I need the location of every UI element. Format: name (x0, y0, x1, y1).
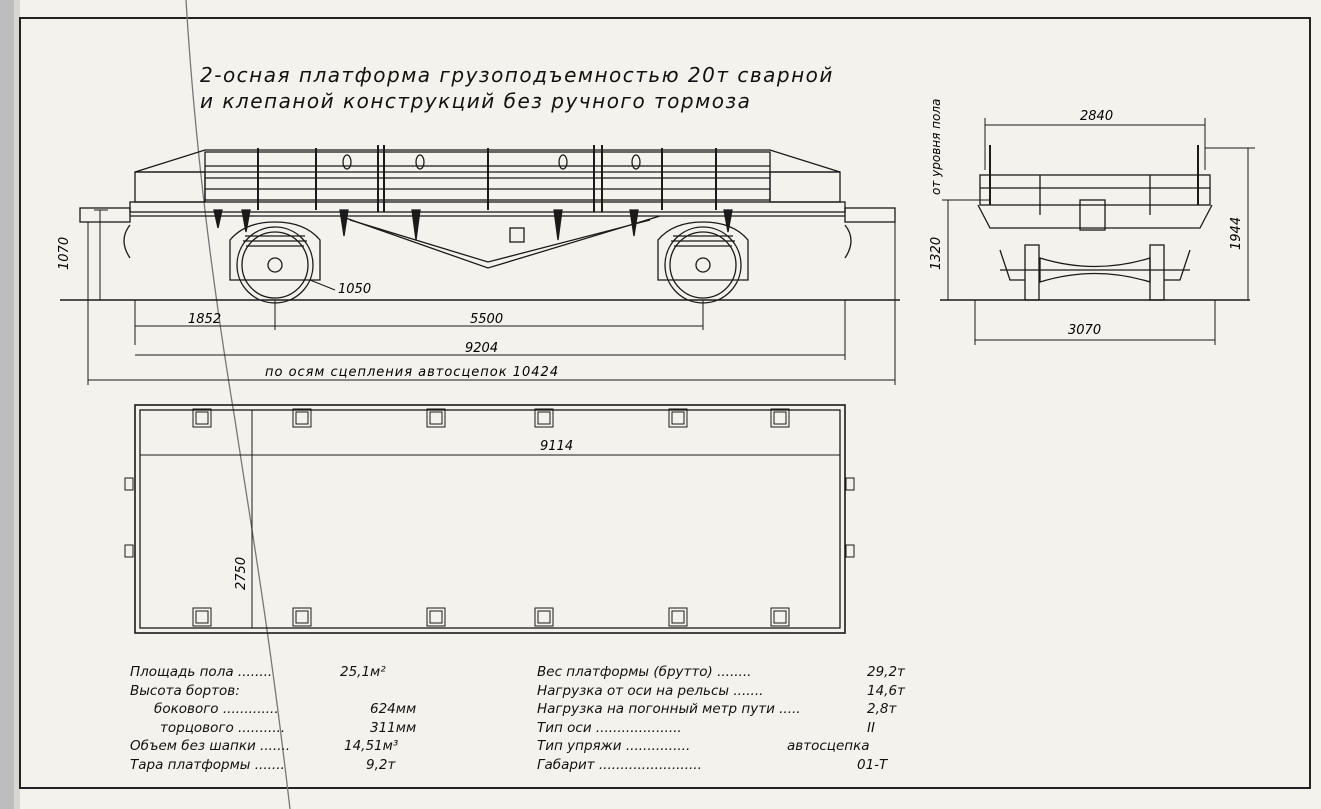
dim-9204-label: 9204 (465, 341, 498, 356)
spec-volume: Объем без шапки ....... 14,51м³ (130, 738, 399, 754)
coupler-length-label: по осям сцепления автосцепок 10424 (265, 365, 559, 380)
end-height-left-label: 1320 (929, 237, 944, 270)
spec-axle-type: Тип оси .................... II (537, 719, 875, 736)
scan-edge (0, 0, 14, 809)
spec-gauge: Габарит ........................ 01-Т (537, 756, 888, 773)
spec-side-board: бокового ............. 624мм (154, 701, 417, 717)
title-line-1: 2-осная платформа грузоподъемностью 20т … (200, 63, 834, 87)
spec-floor-area: Площадь пола ........ 25,1м² (130, 664, 386, 680)
end-view (940, 145, 1250, 301)
plan-length-label: 9114 (540, 439, 573, 454)
spec-meter-load: Нагрузка на погонный метр пути ..... 2,8… (537, 701, 897, 717)
dim-5500-label: 5500 (470, 312, 503, 327)
plan-dimensions (140, 410, 840, 628)
height-1070-label: 1070 (57, 237, 72, 270)
side-dimensions (87, 209, 896, 385)
end-width-bottom-label: 3070 (1068, 323, 1101, 338)
title-line-2: и клепаной конструкций без ручного тормо… (200, 89, 752, 113)
dim-1852-label: 1852 (188, 312, 221, 327)
end-height-right-label: 1944 (1229, 217, 1244, 250)
spec-coupling-type: Тип упряжи ............... автосцепка (537, 738, 870, 754)
floor-level-label: от уровня пола (929, 99, 943, 195)
spec-tare: Тара платформы ....... 9,2т (130, 756, 396, 773)
wheel-diameter-label: 1050 (338, 282, 371, 297)
side-view (60, 145, 900, 304)
plan-width-label: 2750 (234, 557, 249, 590)
spec-board-height: Высота бортов: (130, 682, 240, 699)
drawing-frame (19, 17, 1311, 789)
end-dimensions (942, 118, 1255, 345)
plan-view (124, 404, 855, 634)
spec-axle-load: Нагрузка от оси на рельсы ....... 14,6т (537, 682, 905, 699)
paper-fold-line (185, 0, 291, 809)
end-width-top-label: 2840 (1080, 109, 1113, 124)
spec-gross-weight: Вес платформы (брутто) ........ 29,2т (537, 664, 905, 680)
drawing-title: 2-осная платформа грузоподъемностью 20т … (200, 62, 834, 114)
specs-right: Вес платформы (брутто) ........ 29,2т На… (537, 664, 917, 775)
spec-end-board: торцового ........... 311мм (160, 719, 417, 736)
specs-left: Площадь пола ........ 25,1м² Высота борт… (130, 664, 430, 775)
